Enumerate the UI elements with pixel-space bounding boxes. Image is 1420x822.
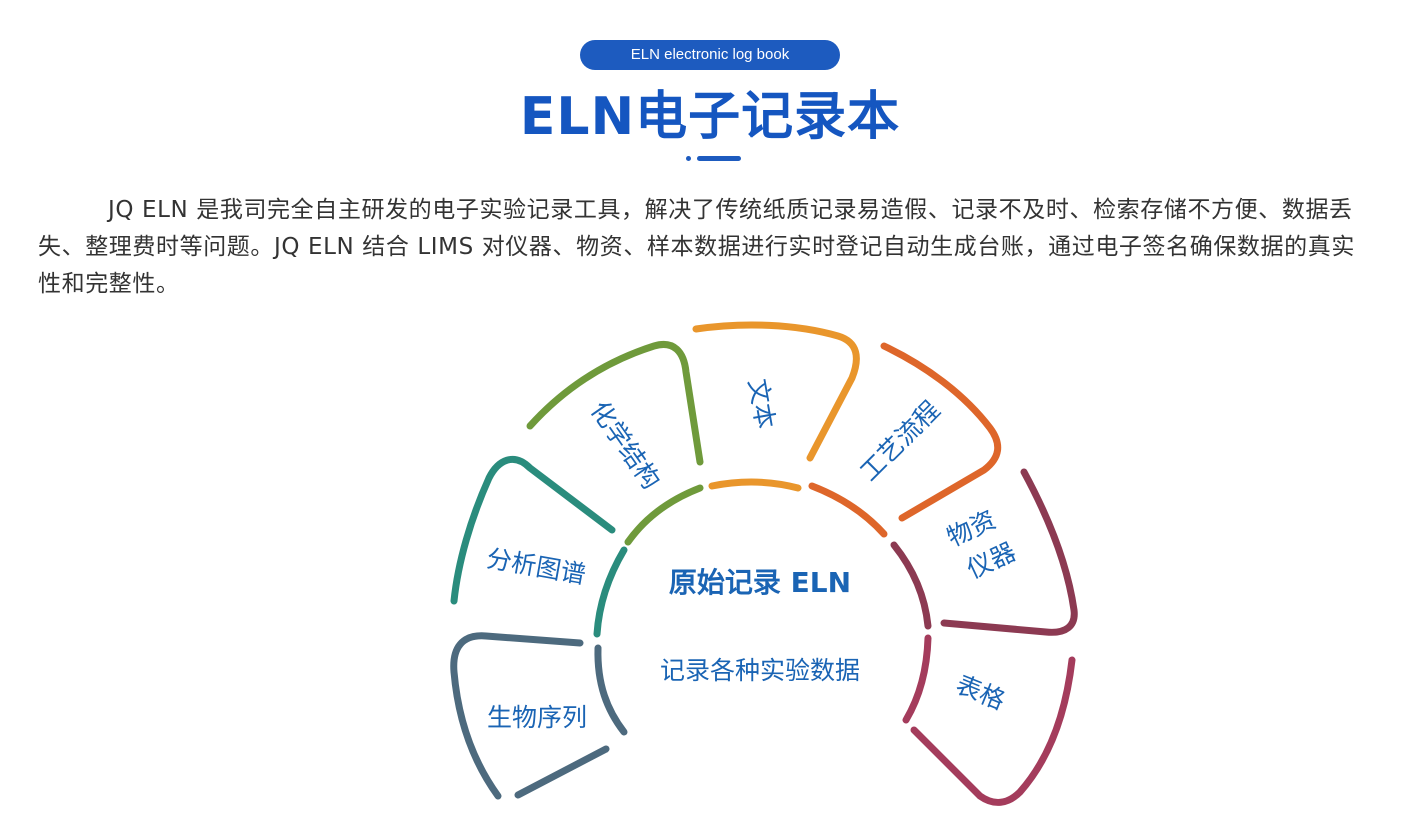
segment-table-inner-arc	[902, 634, 932, 724]
page-title: ELN电子记录本	[519, 87, 901, 147]
center-title: 原始记录 ELN	[669, 566, 851, 599]
label-spectrum-analysis: 分析图谱	[484, 544, 588, 590]
segment-bio-sequence-closing-line	[514, 745, 610, 799]
label-process-flow: 工艺流程	[854, 395, 945, 486]
label-chemical-structure: 化学结构	[585, 396, 666, 495]
segment-process-flow	[808, 342, 1002, 538]
segment-materials-instruments-outline	[940, 468, 1078, 636]
label-bio-sequence: 生物序列	[487, 703, 587, 732]
segment-spectrum-analysis	[450, 455, 628, 638]
segment-chemical-structure	[526, 341, 704, 546]
segment-materials-instruments	[890, 468, 1078, 636]
label-table: 表格	[952, 670, 1009, 716]
segment-bio-sequence-outline	[450, 632, 584, 800]
segment-spectrum-analysis-outline	[450, 455, 616, 605]
segment-table	[902, 634, 1076, 806]
eln-badge: ELN electronic log book	[580, 40, 840, 70]
segment-process-flow-inner-arc	[808, 482, 888, 538]
segment-spectrum-analysis-inner-arc	[593, 546, 628, 638]
center-subtitle: 记录各种实验数据	[660, 656, 860, 685]
segment-materials-instruments-inner-arc	[890, 541, 932, 630]
segment-chemical-structure-outline	[526, 341, 704, 466]
segment-chemical-structure-inner-arc	[624, 484, 704, 546]
title-underline-dot	[686, 156, 691, 161]
segment-bio-sequence-inner-arc	[594, 644, 628, 736]
segment-text	[692, 321, 860, 492]
intro-paragraph: JQ ELN 是我司完全自主研发的电子实验记录工具，解决了传统纸质记录易造假、记…	[38, 197, 1355, 297]
segment-table-outline	[910, 656, 1076, 806]
segment-process-flow-outline	[880, 342, 1002, 522]
segment-text-outline	[692, 321, 860, 462]
segment-text-inner-arc	[708, 478, 802, 492]
label-text: 文本	[743, 377, 780, 431]
title-underline	[697, 156, 741, 161]
segment-bio-sequence	[450, 632, 628, 800]
